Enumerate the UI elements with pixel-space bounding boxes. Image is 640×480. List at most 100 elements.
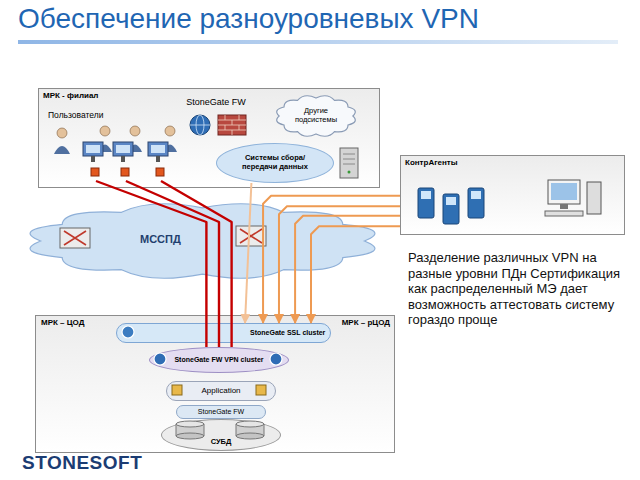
subsystem-cloud: Другие подсистемы (271, 91, 361, 141)
vpn-link (311, 226, 400, 323)
contractor-terminals-part (443, 194, 459, 224)
title-holder: Обеспечение разноуровневых VPN (18, 3, 479, 35)
datacenter-icons-part (172, 385, 182, 395)
firewall-group: StoneGate FW (176, 97, 256, 141)
user-workstations-part (163, 145, 177, 153)
node-label: StoneGate FW (198, 408, 244, 416)
user-workstations-part (57, 128, 67, 138)
user-workstations-part (121, 168, 129, 176)
node-label: МРК – ЦОД (41, 318, 84, 327)
database-disks-part (176, 424, 204, 436)
user-workstations-part (156, 168, 164, 176)
user-workstations (54, 126, 177, 176)
contractor-terminals (418, 180, 601, 224)
firewall-icon-part (218, 115, 246, 135)
database-disks-part (236, 424, 264, 436)
firewall-icon-part (218, 115, 246, 135)
user-workstations-part (98, 145, 112, 153)
datacenter-icons-part (154, 353, 166, 365)
vpn-link (279, 206, 400, 323)
database-disks-part (176, 421, 204, 427)
node-label: StoneGate SSL cluster (250, 329, 325, 337)
cloud-shape (30, 204, 375, 278)
datacenter-icons-part (256, 385, 266, 395)
firewall-icon-part (190, 125, 210, 126)
site-panel: МРК - филиалStoneGate FW Пользователи Друг… (38, 88, 380, 188)
user-workstations-part (130, 126, 140, 136)
brand-logo-holder: STONESOFT (22, 452, 142, 474)
firewall-icon-part (196, 115, 204, 135)
node-label: StoneGate FW VPN cluster (174, 356, 263, 364)
database-disks-part (236, 421, 264, 427)
firewall-icon-part (190, 115, 210, 135)
router-icon-part (240, 229, 262, 243)
user-workstations-part (151, 145, 165, 153)
node-label: МССПД (140, 233, 181, 246)
datacenter-icons (122, 326, 282, 395)
node-label: КонтрАгенты (405, 158, 458, 167)
vpn-cluster-ellipse: StoneGate FW VPN cluster (149, 347, 289, 373)
vpn-link (96, 181, 206, 347)
datacenter-panel: МРК – ЦОД МРК – рЦОД StoneGate SSL cluster… (35, 315, 395, 453)
user-workstations-part (116, 145, 130, 153)
side-note: Разделение различных VPN на разные уровн… (408, 250, 630, 328)
application-band: Application (166, 381, 276, 401)
brand-logo: STONESOFT (22, 452, 142, 474)
vpn-link (295, 216, 400, 323)
contractor-terminals-part (446, 197, 456, 205)
contractor-terminals-part (587, 182, 601, 214)
user-workstations-part (165, 126, 175, 136)
database-disks (176, 421, 264, 439)
network-cloud: МССПД (5, 195, 400, 287)
router-icon-part (60, 228, 90, 248)
user-workstations-part (121, 156, 125, 162)
data-system-ellipse: Системы сбора/ передачи данных (216, 143, 334, 183)
server-icon-part (340, 148, 358, 178)
user-workstations-part (148, 142, 168, 156)
user-workstations-part (83, 142, 103, 156)
database-disks-part (236, 424, 264, 436)
database-disks-part (176, 433, 204, 439)
contractor-terminals-part (548, 180, 580, 204)
node-label: Системы сбора/ передачи данных (232, 154, 318, 171)
contractor-terminals-part (421, 191, 431, 199)
cloud-outline (5, 195, 400, 287)
firewall-icon (190, 115, 246, 135)
node-label: Другие подсистемы (287, 107, 345, 124)
contractor-terminals-part (471, 191, 481, 199)
title-rule (18, 40, 618, 44)
datacenter-icons-part (122, 326, 134, 338)
side-note-holder: Разделение различных VPN на разные уровн… (408, 250, 630, 328)
contractor-terminals-part (545, 211, 583, 216)
vpn-link (161, 181, 232, 347)
user-workstations-part (100, 126, 110, 136)
vpn-link (126, 181, 219, 347)
user-workstations-part (91, 156, 95, 162)
contractor-panel: КонтрАгенты (400, 155, 625, 235)
server-icon (340, 148, 358, 178)
datacenter-icons-part (270, 353, 282, 365)
user-workstations-part (113, 142, 133, 156)
node-label: Application (201, 386, 240, 395)
users-group: Пользователи (44, 109, 174, 181)
ssl-cluster-band: StoneGate SSL cluster (116, 323, 331, 343)
server-icon-part (348, 171, 351, 174)
contractor-terminals-part (418, 188, 434, 218)
user-workstations-part (91, 168, 99, 176)
node-sublabel: МРК – рЦОД (342, 318, 390, 327)
user-workstations-part (156, 156, 160, 162)
contractor-terminals-part (468, 188, 484, 218)
user-workstations-part (54, 146, 70, 154)
node-label: МРК - филиал (43, 91, 98, 100)
vpn-link (245, 183, 251, 323)
firewall-band: StoneGate FW (176, 405, 266, 419)
contractor-terminals-part (551, 183, 577, 200)
user-workstations-part (128, 145, 142, 153)
user-workstations-part (86, 145, 100, 153)
router-icon-part (64, 231, 86, 245)
node-label: StoneGate FW (186, 97, 246, 107)
